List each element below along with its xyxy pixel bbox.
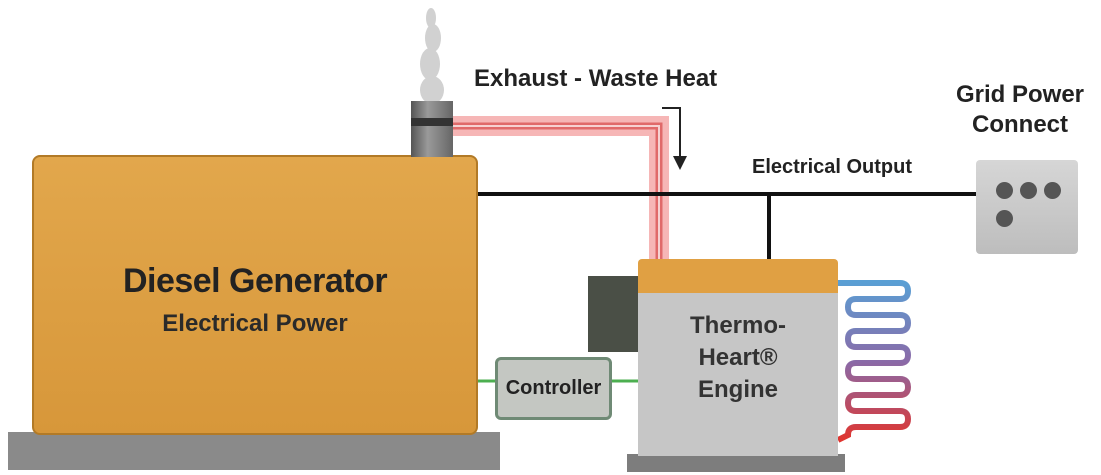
exhaust-label: Exhaust - Waste Heat: [474, 65, 718, 92]
smoke-plume: [420, 8, 444, 104]
outlet-dot-icon: [1020, 182, 1037, 199]
generator-subtitle: Electrical Power: [162, 310, 348, 337]
exhaust-stack-band: [411, 118, 453, 126]
outlet-dot-icon: [996, 210, 1013, 227]
grid-label-line1: Grid Power: [955, 81, 1085, 108]
generator-base: [8, 432, 500, 470]
electrical-output-label: Electrical Output: [752, 156, 913, 178]
exhaust-stack: [411, 101, 453, 157]
engine-base: [627, 454, 845, 472]
diesel-generator: [32, 155, 478, 435]
engine-label-line3: Engine: [697, 376, 778, 403]
heat-exchanger-coil: [836, 280, 912, 443]
thermoheart-engine: [638, 290, 838, 456]
grid-power-label: Grid Power Connect: [950, 80, 1090, 140]
controller-box: Controller: [495, 357, 612, 420]
generator-title: Diesel Generator: [122, 262, 388, 300]
exhaust-pipe-core: [453, 125, 660, 262]
controller-label: Controller: [505, 377, 602, 399]
grid-label-line2: Connect: [972, 111, 1068, 138]
engine-label-line1: Thermo-: [690, 312, 786, 339]
engine-label: Thermo- Heart® Engine: [638, 310, 838, 406]
outlet-dot-icon: [1044, 182, 1061, 199]
exhaust-arrow: [662, 107, 681, 160]
outlet-dot-icon: [996, 182, 1013, 199]
engine-top-plate: [638, 259, 838, 293]
engine-side-unit: [588, 276, 640, 352]
engine-label-line2: Heart®: [698, 344, 778, 371]
grid-connect-box: [976, 160, 1078, 254]
exhaust-arrowhead: [673, 156, 687, 170]
